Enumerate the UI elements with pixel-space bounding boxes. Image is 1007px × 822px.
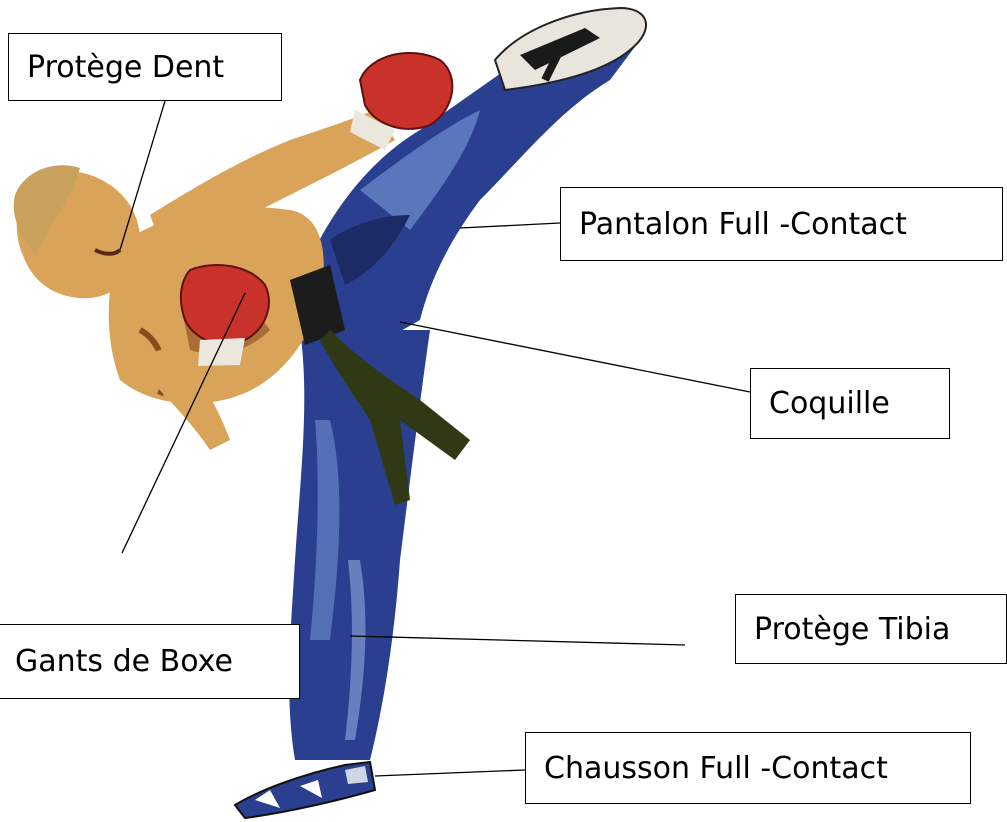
label-protege-tibia: Protège Tibia bbox=[735, 594, 1007, 664]
label-chausson-text: Chausson Full -Contact bbox=[544, 751, 888, 786]
leader-line-pantalon bbox=[460, 223, 560, 228]
leader-line-coquille bbox=[400, 322, 750, 392]
label-chausson: Chausson Full -Contact bbox=[525, 732, 971, 804]
label-protege-dent-text: Protège Dent bbox=[27, 50, 224, 85]
leader-line-protege-tibia bbox=[350, 636, 685, 645]
label-protege-tibia-text: Protège Tibia bbox=[754, 612, 950, 647]
label-gants-text: Gants de Boxe bbox=[15, 644, 233, 679]
label-coquille-text: Coquille bbox=[769, 386, 890, 421]
leader-line-chausson bbox=[375, 770, 525, 776]
label-pantalon: Pantalon Full -Contact bbox=[560, 187, 1003, 261]
label-gants: Gants de Boxe bbox=[0, 624, 300, 699]
label-coquille: Coquille bbox=[750, 368, 950, 439]
head bbox=[14, 165, 140, 298]
label-pantalon-text: Pantalon Full -Contact bbox=[579, 207, 907, 242]
raised-foot bbox=[495, 8, 646, 90]
standing-foot bbox=[235, 762, 375, 818]
label-protege-dent: Protège Dent bbox=[8, 33, 282, 101]
